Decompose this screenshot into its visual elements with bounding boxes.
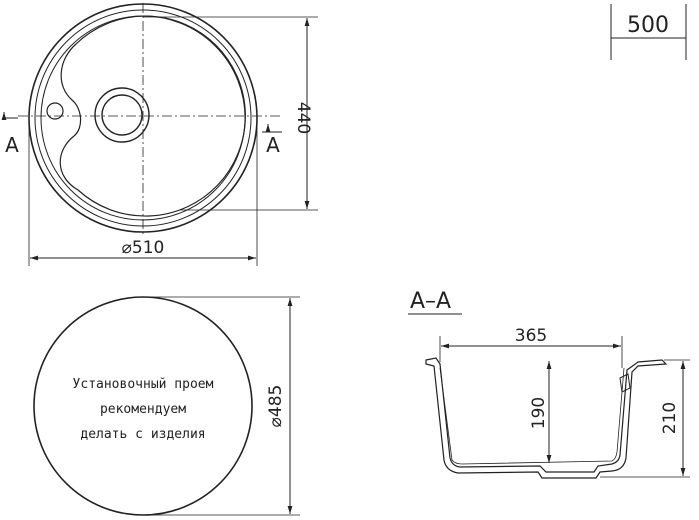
- cutout-diameter-label: ⌀485: [266, 385, 286, 428]
- cutout-diameter-dimension: ⌀485: [143, 296, 300, 516]
- section-marker-right-label: A: [266, 133, 280, 157]
- cutout-note-line-2: рекомендуем: [100, 402, 186, 417]
- top-depth-label: 440: [293, 102, 313, 134]
- cutout-view: Установочный проем рекомендуем делать с …: [33, 296, 253, 516]
- section-marker-left-label: A: [5, 133, 19, 157]
- section-marker-right: A: [262, 124, 282, 157]
- section-width-label: 365: [515, 326, 547, 346]
- cutout-note-line-1: Установочный проем: [73, 377, 214, 392]
- tap-hole: [46, 102, 64, 120]
- drain-inner: [101, 94, 143, 136]
- section-marker-left: A: [1, 112, 19, 157]
- section-inner-depth-dimension: 190: [529, 361, 552, 463]
- sink-profile: [425, 357, 668, 479]
- section-title: A–A: [410, 289, 451, 314]
- section-total-depth-label: 210: [660, 402, 680, 434]
- section-total-depth-dimension: 210: [600, 359, 690, 478]
- box-dimension: 500: [610, 4, 687, 60]
- section-width-dimension: 365: [439, 326, 623, 368]
- section-view: A–A: [408, 289, 668, 479]
- drain-outer: [94, 87, 150, 143]
- section-inner-depth-label: 190: [529, 397, 549, 429]
- sink-top-view: [18, 3, 282, 237]
- top-diameter-dimension: ⌀510: [28, 120, 258, 266]
- sink-inner-wall: [439, 367, 625, 465]
- cutout-note-line-3: делать с изделия: [80, 427, 205, 442]
- top-depth-dimension: 440: [143, 16, 318, 211]
- bowl-outline: [59, 15, 246, 217]
- box-dimension-label: 500: [627, 13, 669, 38]
- top-diameter-label: ⌀510: [122, 238, 165, 258]
- overflow-detail: [619, 373, 631, 393]
